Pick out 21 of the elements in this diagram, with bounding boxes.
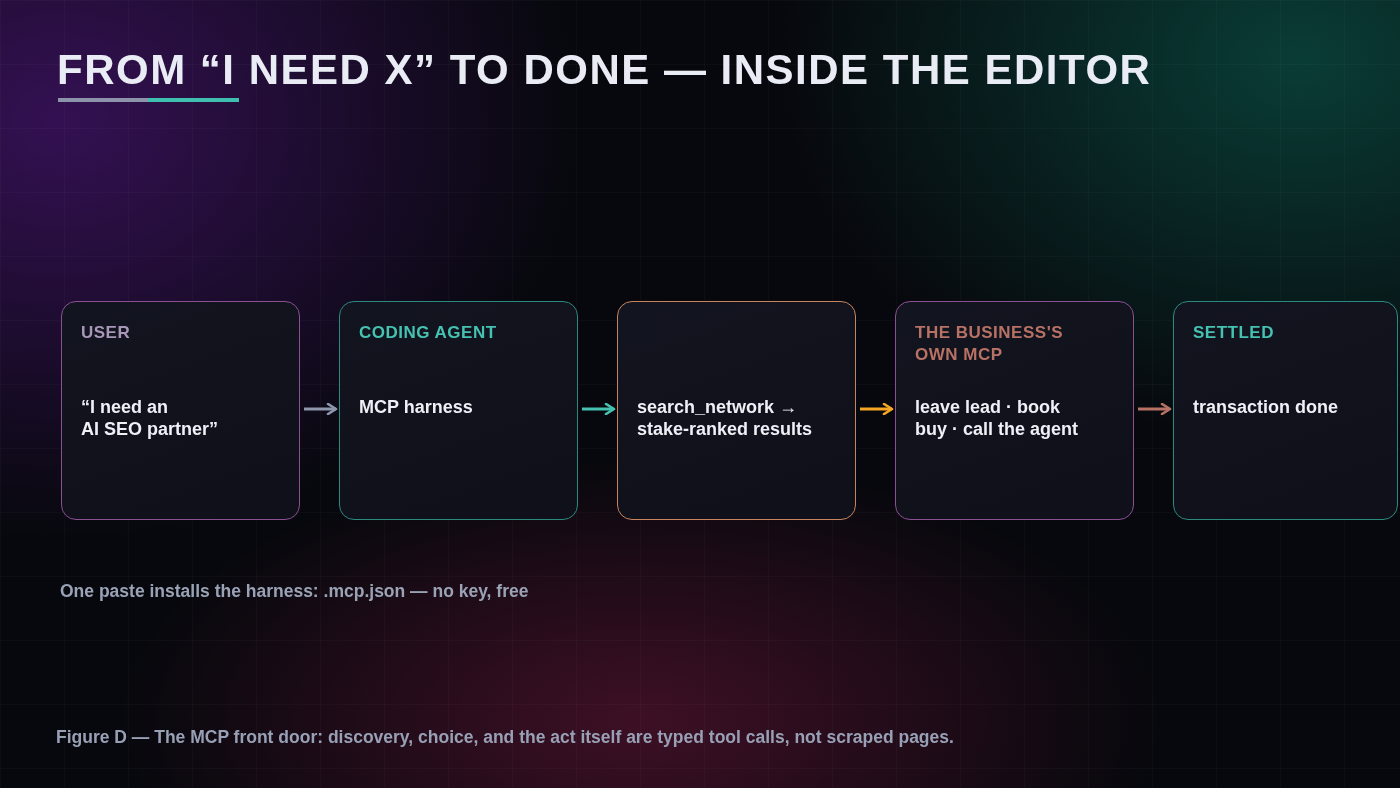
title: FROM “I NEED X” TO DONE — INSIDE THE EDITOR [57,45,1152,95]
step-heading: USER [81,322,132,344]
step-text: leave lead · book buy · call the agent [915,396,1080,440]
step-card [895,301,1134,520]
step-card [1173,301,1398,520]
step-text: transaction done [1193,396,1340,418]
step-text: MCP harness [359,396,474,418]
arrow [304,402,338,416]
step-text: “I need an AI SEO partner” [81,396,220,440]
install-note: One paste installs the harness: .mcp.json — no key, free [60,580,529,602]
figure-caption: Figure D — The MCP front door: discovery, choice, and the act itself are typed tool calls, not scraped pages. [56,726,954,748]
arrow [860,402,894,416]
step-heading: CODING AGENT [359,322,498,344]
step-heading: SETTLED [1193,322,1275,344]
arrow [582,402,616,416]
step-card [61,301,300,520]
step-card [339,301,578,520]
step-card [617,301,856,520]
arrow [1138,402,1172,416]
step-heading: THE BUSINESS'S OWN MCP [915,322,1064,366]
step-text: search_network → stake-ranked results [637,396,814,440]
